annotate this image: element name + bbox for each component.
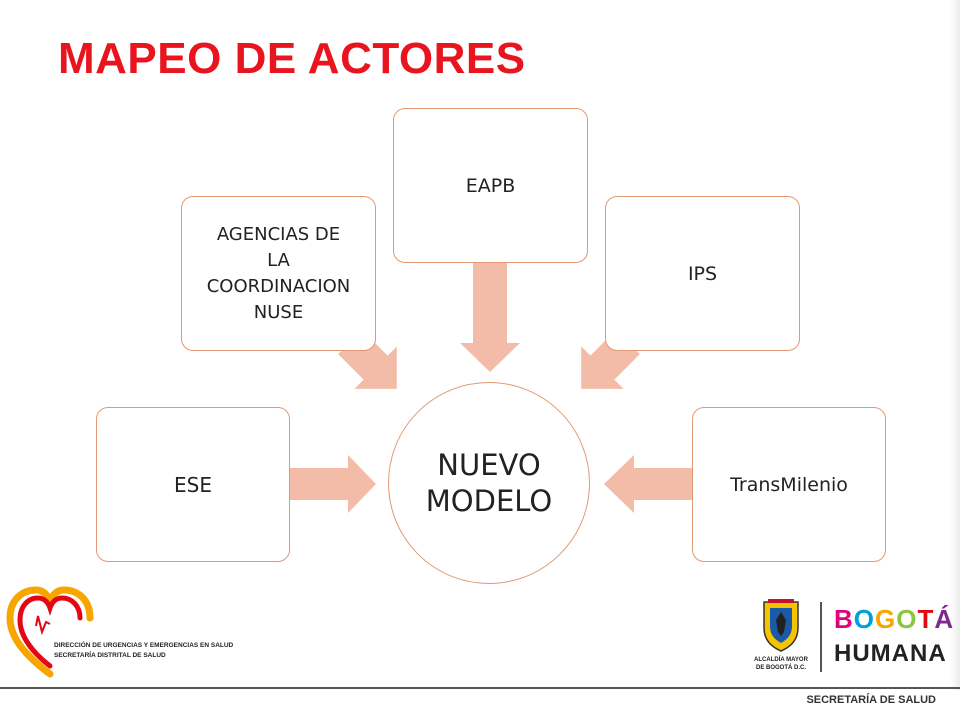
bogota-humana-logo-line1: BOGOTÁ	[834, 604, 954, 635]
bogota-letter: O	[896, 604, 918, 634]
bogota-letter: G	[875, 604, 897, 634]
actor-label-eapb: EAPB	[465, 174, 516, 197]
bogota-humana-logo-line2: HUMANA	[834, 640, 947, 667]
footer-label: SECRETARÍA DE SALUD	[806, 694, 936, 706]
slide-title: MAPEO DE ACTORES	[58, 34, 526, 83]
urgencias-logo-text-1: DIRECCIÓN DE URGENCIAS Y EMERGENCIAS EN …	[54, 642, 234, 649]
arrow-eapb	[460, 263, 520, 372]
actor-box-eapb: EAPB	[393, 108, 588, 263]
center-node: NUEVO MODELO	[388, 382, 590, 584]
alcaldia-label-line1: ALCALDÍA MAYOR	[754, 657, 808, 663]
actor-box-ese: ESE	[96, 407, 290, 562]
bogota-letter: T	[917, 604, 935, 634]
bogota-letter: Á	[934, 604, 955, 634]
urgencias-logo-text-2: SECRETARÍA DISTRITAL DE SALUD	[54, 652, 166, 659]
actor-label-agencias-line2: LA	[267, 249, 290, 271]
actor-label-ips: IPS	[687, 262, 718, 285]
alcaldia-label: ALCALDÍA MAYOR DE BOGOTÁ D.C.	[750, 656, 812, 672]
actor-box-ips: IPS	[605, 196, 800, 351]
actor-label-agencias-line3: COORDINACION	[206, 275, 351, 297]
actor-box-agencias: AGENCIAS DE LA COORDINACION NUSE	[181, 196, 376, 351]
actor-label-agencias-line1: AGENCIAS DE	[216, 223, 341, 245]
actor-label-ese: ESE	[174, 472, 212, 497]
actor-box-transmilenio: TransMilenio	[692, 407, 886, 562]
urgencias-logo: DIRECCIÓN DE URGENCIAS Y EMERGENCIAS EN …	[6, 586, 233, 682]
footer-divider	[0, 687, 960, 689]
actor-label-agencias-line4: NUSE	[253, 301, 304, 323]
bogota-crest-icon	[763, 599, 799, 652]
heart-logo-icon	[6, 586, 94, 678]
alcaldia-label-line2: DE BOGOTÁ D.C.	[755, 665, 806, 671]
bogota-letter: B	[834, 604, 854, 634]
center-label-line2: MODELO	[425, 484, 553, 518]
actor-label-transmilenio: TransMilenio	[730, 473, 848, 496]
bogota-letter: O	[853, 604, 876, 634]
center-label-line1: NUEVO	[437, 448, 541, 482]
logo-separator	[820, 602, 822, 672]
slide-edge-shadow	[950, 0, 960, 690]
arrow-ese	[290, 455, 376, 513]
arrow-transmilenio	[604, 455, 692, 513]
